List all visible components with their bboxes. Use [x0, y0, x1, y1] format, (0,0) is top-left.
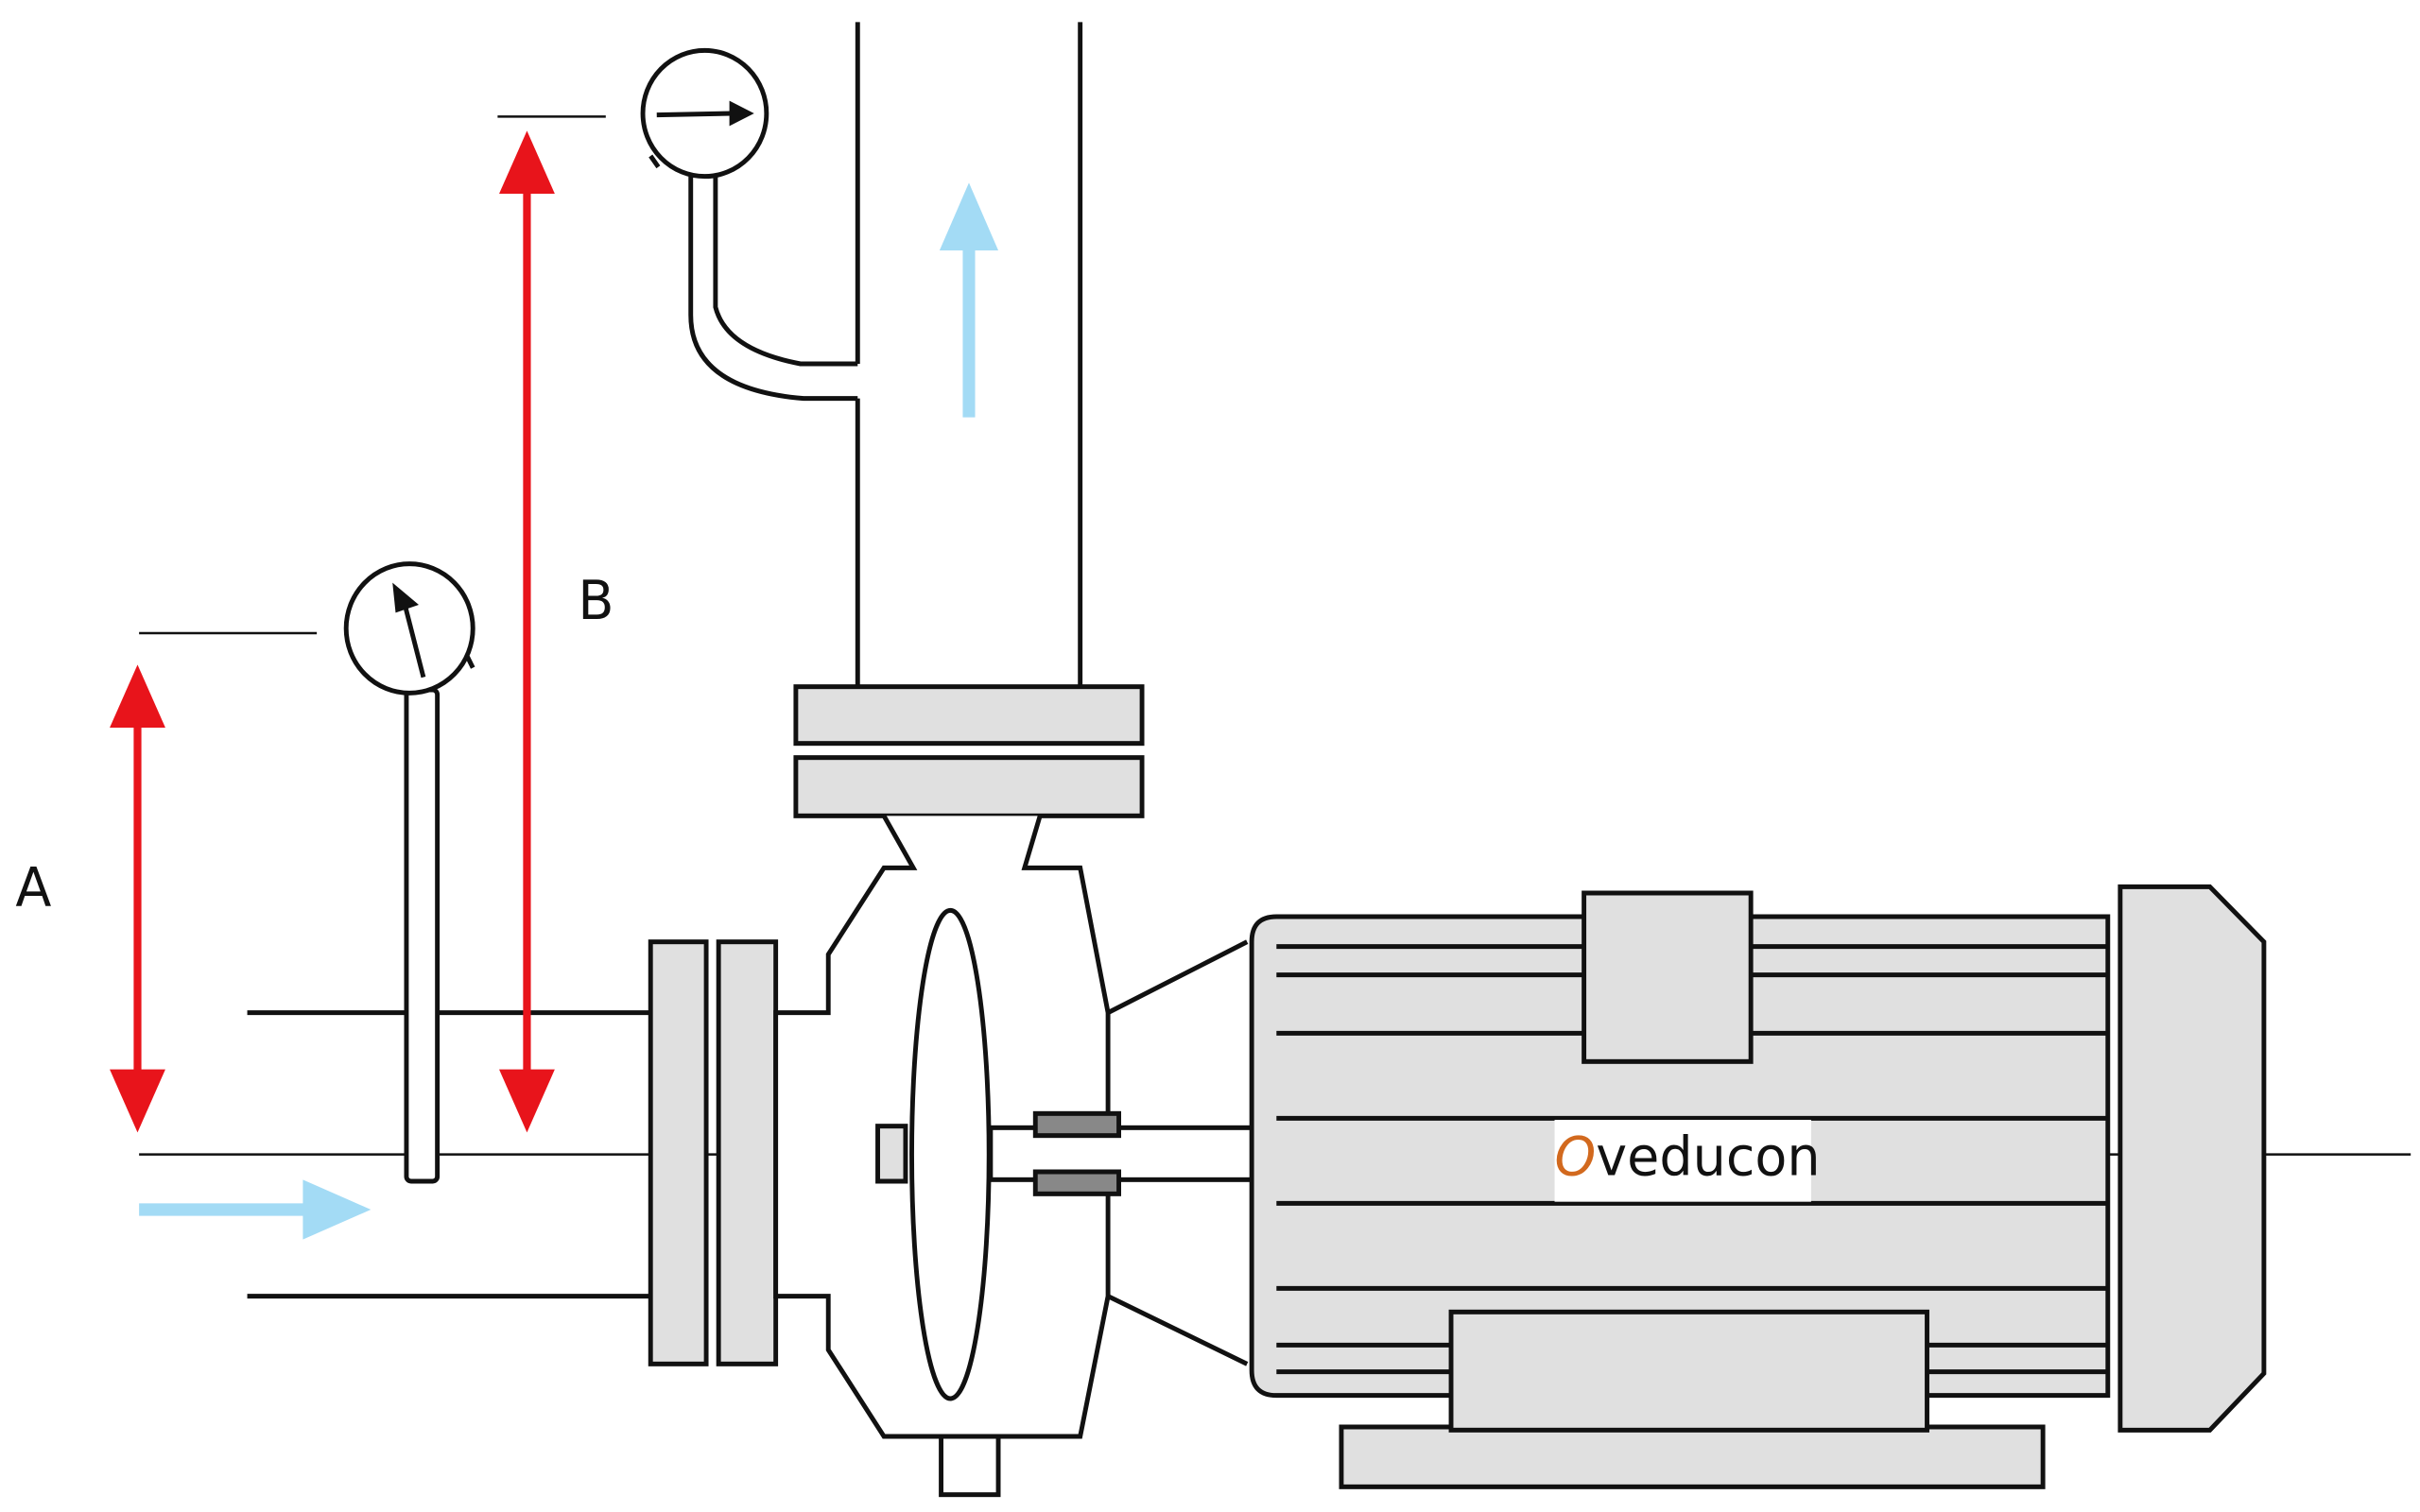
suction-gauge-needle	[402, 604, 426, 679]
suction-flange-right	[716, 939, 779, 1366]
motor-base	[1448, 1309, 1929, 1433]
suction-gauge-stem	[404, 687, 441, 1184]
suction-pipe	[247, 1010, 649, 1299]
terminal-box	[1582, 890, 1754, 1064]
fan-cover	[2118, 884, 2267, 1433]
suction-flow-arrow	[139, 1179, 372, 1240]
discharge-gauge-needle	[656, 111, 733, 118]
discharge-flow-arrow	[939, 182, 999, 418]
impeller	[909, 907, 992, 1401]
brand-name-rest: veducon	[1596, 1126, 1820, 1189]
motor-foot	[1339, 1424, 2046, 1489]
label-a: A	[15, 857, 51, 919]
brand-label-background	[1554, 1120, 1811, 1202]
discharge-pipe	[855, 22, 1083, 685]
svg-text:Oveducon: Oveducon	[1555, 1126, 1821, 1189]
discharge-flange-upper	[793, 684, 1145, 747]
motor-lantern	[1107, 939, 1249, 1366]
shaft-seal-upper	[1032, 1110, 1122, 1139]
discharge-gauge-tube	[688, 176, 858, 402]
suction-pressure-gauge	[343, 561, 475, 1184]
brand-first-letter: O	[1555, 1126, 1597, 1189]
brand-label: Oveducon	[1554, 1120, 1821, 1202]
suction-flange-left	[648, 939, 709, 1366]
impeller-nut	[875, 1124, 908, 1184]
pump-shaft	[988, 1125, 1259, 1182]
dimension-arrow-b	[499, 130, 555, 1133]
discharge-flange-lower	[793, 755, 1145, 818]
drain-plug	[939, 1434, 1001, 1498]
label-b: B	[578, 571, 614, 633]
dimension-arrow-a	[110, 664, 165, 1133]
discharge-pressure-gauge	[640, 47, 858, 402]
shaft-seal-lower	[1032, 1169, 1122, 1196]
